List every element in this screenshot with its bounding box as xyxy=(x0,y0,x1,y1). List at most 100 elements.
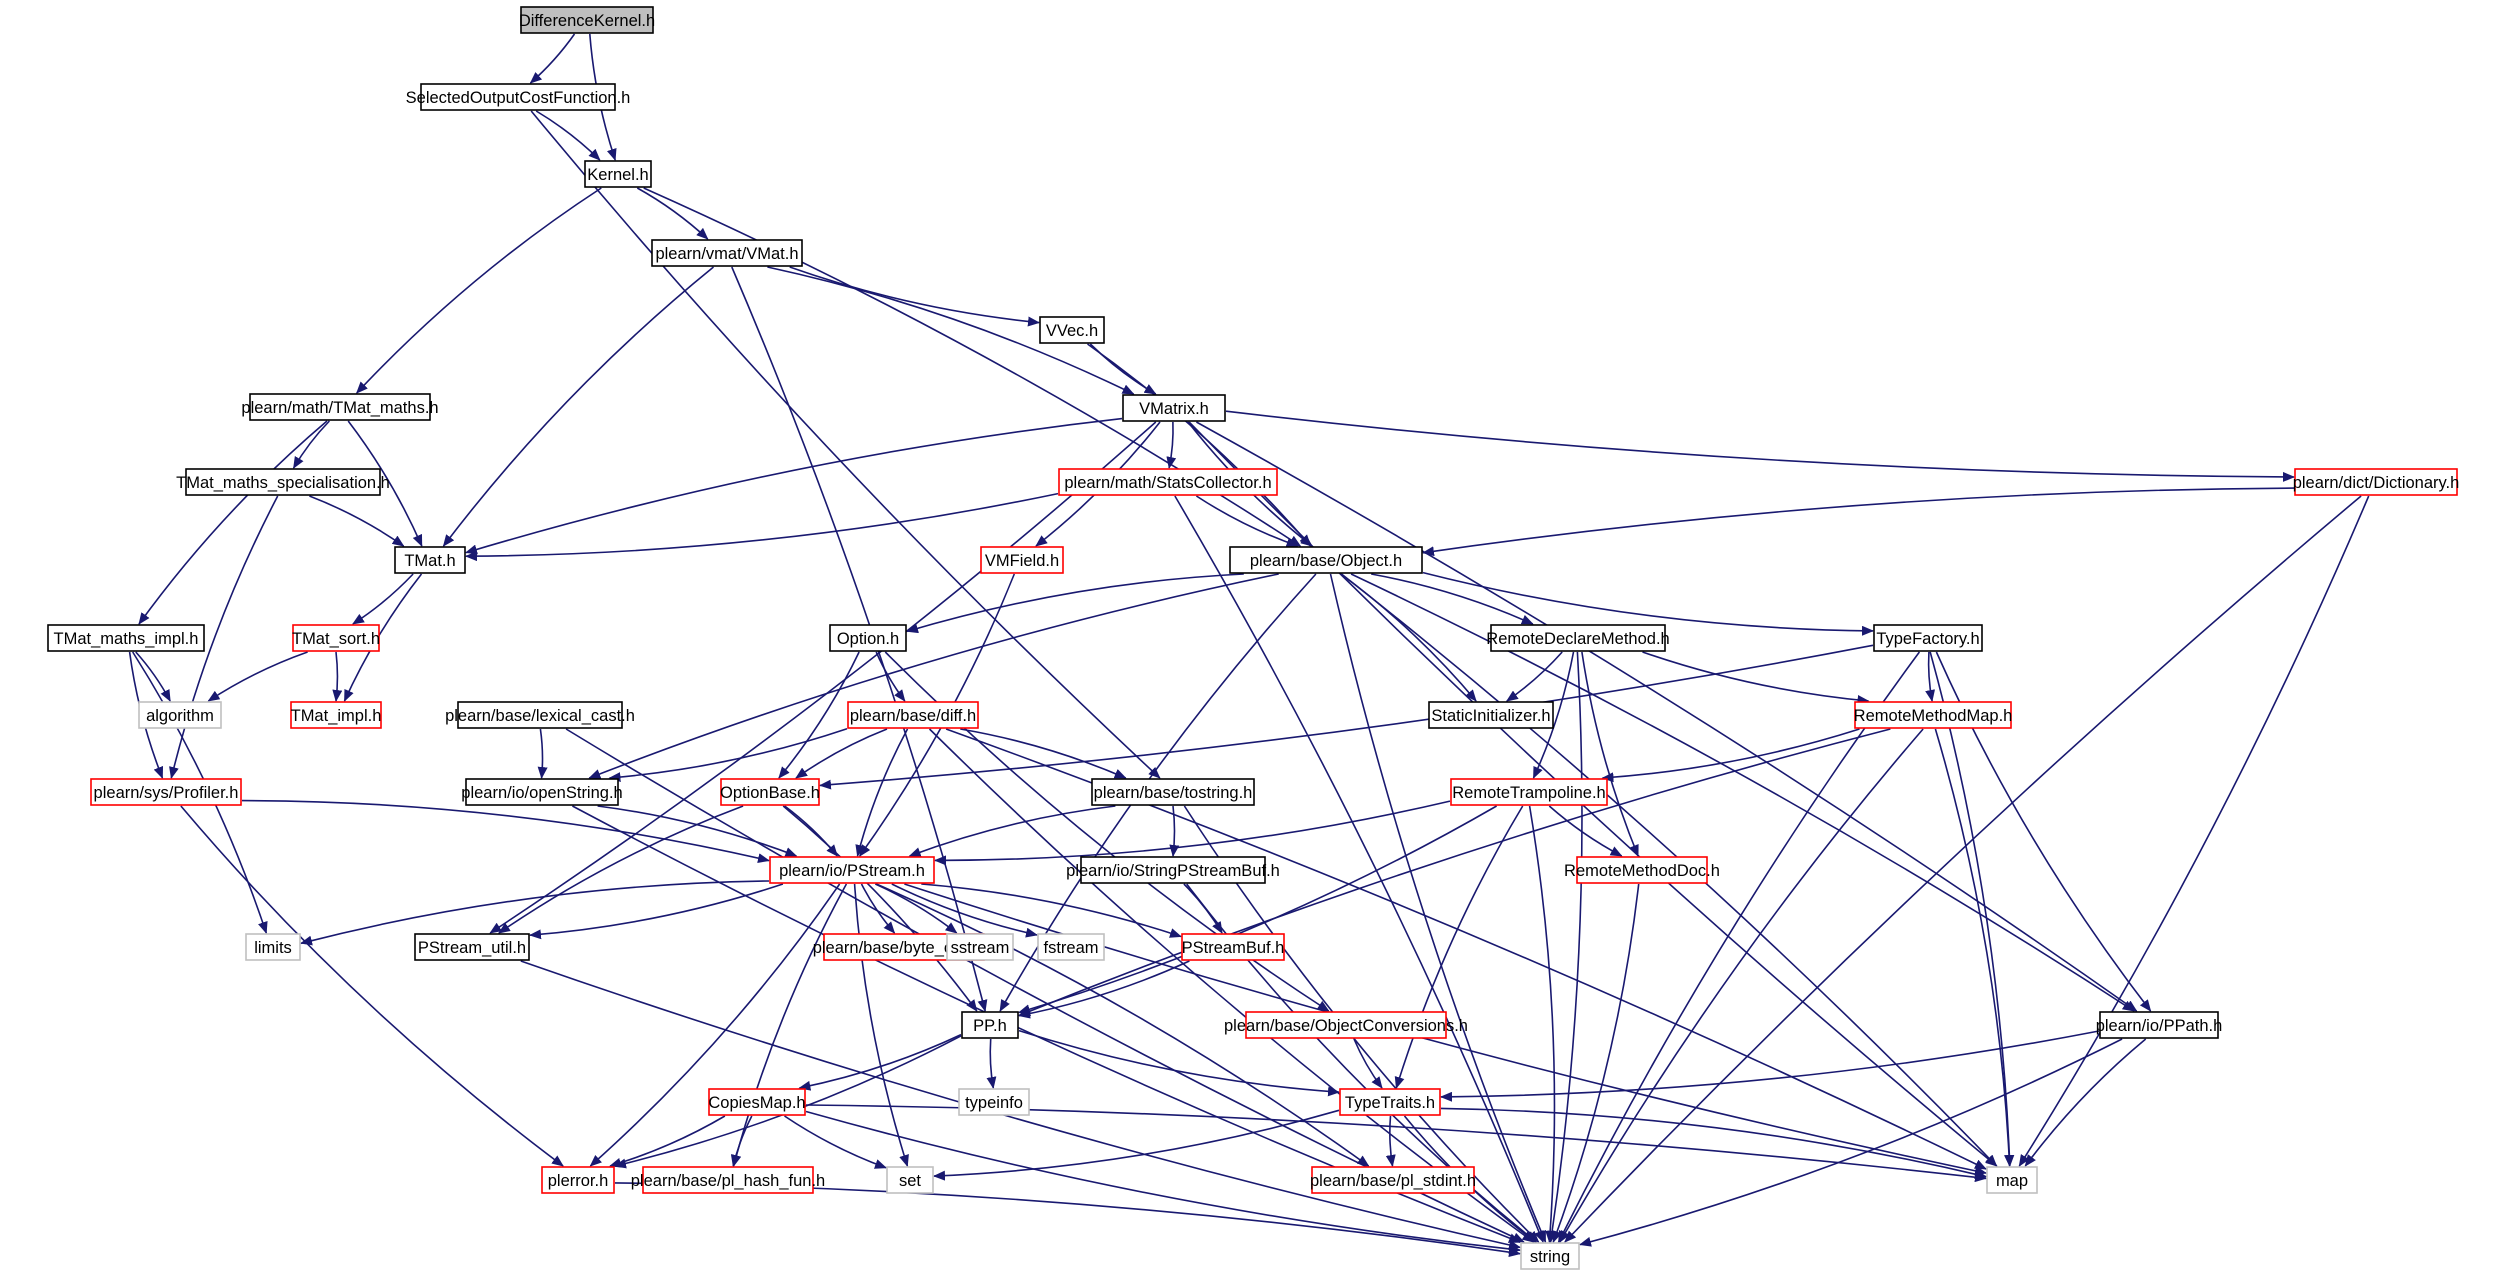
edge-n9-n8 xyxy=(465,492,1059,562)
node-box xyxy=(847,701,979,729)
graph-node[interactable]: plearn/base/diff.h xyxy=(847,701,979,729)
edge-n21-n27 xyxy=(960,728,1127,779)
node-label: Kernel.h xyxy=(587,166,648,184)
node-label: string xyxy=(1530,1248,1570,1266)
edge-n0-n1 xyxy=(529,33,576,84)
graph-node[interactable]: plearn/vmat/VMat.h xyxy=(651,239,803,267)
graph-node[interactable]: Option.h xyxy=(829,624,907,652)
graph-node[interactable]: plearn/base/tostring.h xyxy=(1091,778,1255,806)
node-label: plearn/base/ObjectConversions.h xyxy=(1224,1017,1468,1035)
graph-node[interactable]: plearn/base/pl_hash_fun.h xyxy=(631,1166,826,1194)
graph-node[interactable]: plearn/base/Object.h xyxy=(1229,546,1423,574)
node-box xyxy=(1428,701,1554,729)
graph-node[interactable]: TMat.h xyxy=(394,546,466,574)
node-box xyxy=(1311,1166,1475,1194)
node-box xyxy=(47,624,205,652)
edge-n28-n31 xyxy=(1548,805,1623,857)
edge-n1-n27 xyxy=(530,110,1161,779)
graph-node[interactable]: plearn/sys/Profiler.h xyxy=(90,778,242,806)
edge-n5-n8 xyxy=(465,417,1123,555)
node-label: typeinfo xyxy=(965,1094,1023,1112)
node-box xyxy=(958,1088,1030,1116)
node-label: DifferenceKernel.h xyxy=(519,12,655,30)
node-label: TMat_impl.h xyxy=(291,707,382,725)
edge-n21-n29 xyxy=(855,728,909,857)
graph-node[interactable]: Kernel.h xyxy=(584,160,652,188)
edge-n12-n16 xyxy=(1371,573,1534,625)
edge-n10-n49 xyxy=(1564,495,2362,1243)
graph-node[interactable]: PStreamBuf.h xyxy=(1181,933,1285,961)
edge-n12-n15 xyxy=(906,573,1244,634)
graph-node[interactable]: RemoteDeclareMethod.h xyxy=(1486,624,1670,652)
graph-node[interactable]: VMatrix.h xyxy=(1122,394,1226,422)
node-label: RemoteTrampoline.h xyxy=(1452,784,1605,802)
node-box xyxy=(1037,933,1105,961)
graph-node[interactable]: TMat_impl.h xyxy=(290,701,382,729)
node-label: limits xyxy=(254,939,292,957)
graph-node[interactable]: plerror.h xyxy=(541,1166,615,1194)
graph-node[interactable]: CopiesMap.h xyxy=(708,1088,806,1116)
edge-n43-n47 xyxy=(1385,1115,1396,1167)
node-box xyxy=(414,933,530,961)
graph-node[interactable]: plearn/base/ObjectConversions.h xyxy=(1224,1011,1468,1039)
node-label: VVec.h xyxy=(1046,322,1098,340)
edge-n27-n30 xyxy=(1169,805,1180,857)
node-label: plearn/io/StringPStreamBuf.h xyxy=(1066,862,1280,880)
graph-node[interactable]: plearn/base/lexical_cast.h xyxy=(445,701,635,729)
edge-n14-n18 xyxy=(207,651,308,702)
graph-node[interactable]: RemoteMethodMap.h xyxy=(1854,701,2013,729)
edge-n20-n49 xyxy=(565,728,1525,1243)
node-label: PStreamBuf.h xyxy=(1182,939,1285,957)
graph-node[interactable]: plearn/io/PPath.h xyxy=(2096,1011,2223,1039)
graph-node[interactable]: TypeFactory.h xyxy=(1873,624,1983,652)
edge-n12-n49 xyxy=(1329,573,1547,1243)
edge-n43-n48 xyxy=(1440,1107,1987,1180)
node-box xyxy=(769,856,935,884)
node-box xyxy=(651,239,803,267)
graph-node[interactable]: VVec.h xyxy=(1039,316,1105,344)
graph-node[interactable]: plearn/io/StringPStreamBuf.h xyxy=(1066,856,1280,884)
edge-n42-n49 xyxy=(805,1110,1521,1254)
graph-node[interactable]: VMField.h xyxy=(980,546,1064,574)
node-label: TypeFactory.h xyxy=(1876,630,1979,648)
edge-n17-n26 xyxy=(819,644,1874,790)
graph-node[interactable]: TMat_maths_specialisation.h xyxy=(176,468,390,496)
graph-node[interactable]: SelectedOutputCostFunction.h xyxy=(406,83,631,111)
graph-node: map xyxy=(1986,1166,2038,1194)
node-label: VMField.h xyxy=(985,552,1059,570)
graph-node[interactable]: RemoteMethodDoc.h xyxy=(1564,856,1720,884)
edge-n13-n18 xyxy=(135,651,171,702)
graph-node[interactable]: TMat_sort.h xyxy=(292,624,380,652)
graph-node[interactable]: PP.h xyxy=(961,1011,1019,1039)
graph-node[interactable]: OptionBase.h xyxy=(720,778,820,806)
node-label: RemoteDeclareMethod.h xyxy=(1486,630,1669,648)
edge-n6-n13 xyxy=(138,420,328,625)
node-box xyxy=(465,778,619,806)
edge-n16-n31 xyxy=(1581,651,1639,857)
edge-n16-n49 xyxy=(1547,651,1583,1243)
graph-node[interactable]: plearn/dict/Dictionary.h xyxy=(2293,468,2460,496)
edge-n6-n7 xyxy=(292,420,330,469)
graph-node[interactable]: PStream_util.h xyxy=(414,933,530,961)
graph-node[interactable]: plearn/math/TMat_maths.h xyxy=(241,393,439,421)
node-box xyxy=(249,393,431,421)
graph-node[interactable]: RemoteTrampoline.h xyxy=(1450,778,1608,806)
edge-n5-n10 xyxy=(1225,410,2295,482)
node-label: plearn/io/PStream.h xyxy=(779,862,925,880)
graph-node[interactable]: plearn/math/StatsCollector.h xyxy=(1058,468,1278,496)
graph-node[interactable]: TMat_maths_impl.h xyxy=(47,624,205,652)
edge-n38-n43 xyxy=(1353,1038,1383,1089)
node-box xyxy=(1520,1242,1580,1270)
edge-n12-n25 xyxy=(588,573,1279,779)
graph-node[interactable]: StaticInitializer.h xyxy=(1428,701,1554,729)
node-label: fstream xyxy=(1043,939,1098,957)
graph-node[interactable]: plearn/io/openString.h xyxy=(461,778,623,806)
graph-node[interactable]: DifferenceKernel.h xyxy=(519,6,655,34)
node-label: TMat.h xyxy=(404,552,455,570)
graph-node[interactable]: plearn/io/PStream.h xyxy=(769,856,935,884)
edge-n16-n28 xyxy=(1532,651,1575,779)
graph-node[interactable]: plearn/base/pl_stdint.h xyxy=(1310,1166,1476,1194)
edge-n42-n44 xyxy=(784,1115,887,1169)
graph-node[interactable]: TypeTraits.h xyxy=(1339,1088,1441,1116)
